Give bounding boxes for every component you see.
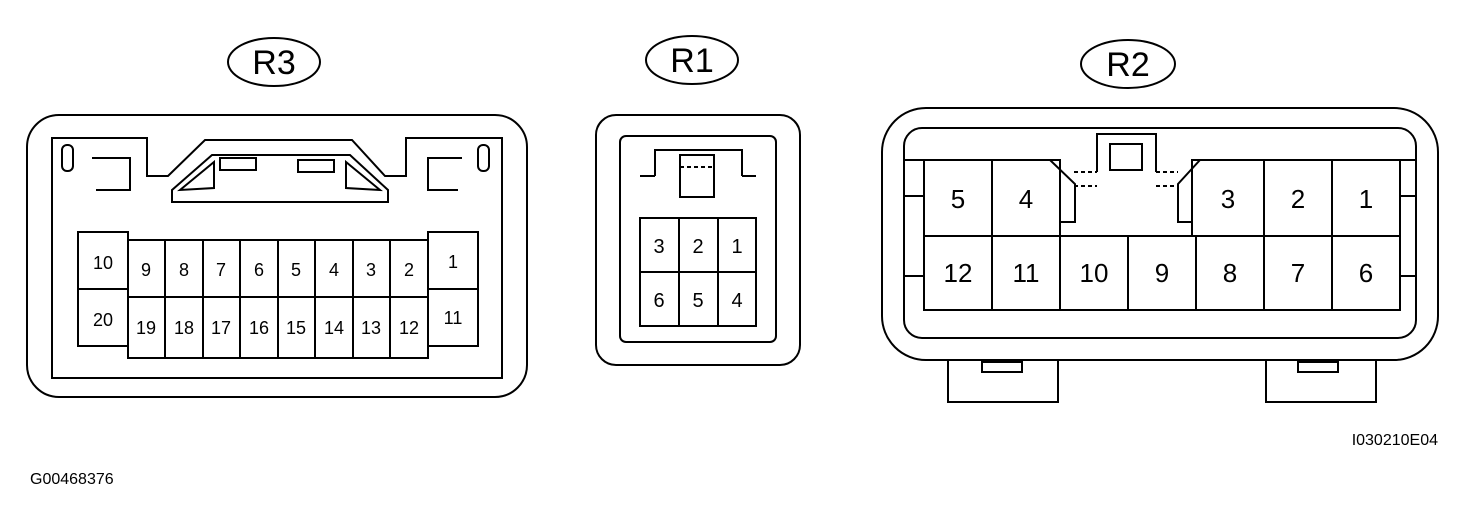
r3-pin-8: 8	[179, 260, 189, 280]
r1-pin-2: 2	[692, 236, 703, 258]
r3-mounting-hole	[61, 144, 74, 172]
r2-inner-frame	[903, 127, 1417, 339]
r2-housing	[881, 107, 1439, 361]
r3-pin-12: 12	[399, 318, 419, 338]
r2-pin-8: 8	[1223, 258, 1237, 288]
r3-label: R3	[252, 44, 295, 82]
r2-pin-9: 9	[1155, 258, 1169, 288]
r3-hook-right	[427, 157, 462, 191]
r2-latch-window	[1109, 143, 1143, 171]
r2-pin-1: 1	[1359, 184, 1373, 214]
r1-pin-4: 4	[731, 290, 742, 312]
r2-pin-11: 11	[1013, 258, 1040, 288]
r3-pin-11: 11	[444, 308, 463, 328]
r2-pin-6: 6	[1359, 258, 1373, 288]
r2-pin-3: 3	[1221, 184, 1235, 214]
r1-pin-1: 1	[731, 236, 742, 258]
r1-latch	[654, 149, 743, 176]
r3-pin-18: 18	[174, 318, 194, 338]
r2-pin-5: 5	[951, 184, 965, 214]
r1-housing	[595, 114, 801, 366]
figure-code-right: I030210E04	[1352, 432, 1438, 449]
r3-pin-4: 4	[329, 260, 339, 280]
r3-hook-left	[92, 157, 131, 191]
r3-pin-5: 5	[291, 260, 301, 280]
r2-pin-2: 2	[1291, 184, 1305, 214]
r3-pin-15: 15	[286, 318, 306, 338]
r2-foot-slot	[1297, 361, 1339, 373]
r2-pin-7: 7	[1291, 258, 1305, 288]
r3-latch	[171, 154, 389, 203]
r1-latch-tab	[679, 154, 715, 198]
figure-code-left: G00468376	[30, 471, 114, 488]
r1-pin-3: 3	[653, 236, 664, 258]
r2-pin-12: 12	[944, 258, 973, 288]
r3-pin-2: 2	[404, 260, 414, 280]
r3-pin-13: 13	[361, 318, 381, 338]
r3-pin-3: 3	[366, 260, 376, 280]
r3-pin-6: 6	[254, 260, 264, 280]
r3-latch-ribs	[176, 159, 384, 192]
connector-r2	[881, 39, 1439, 403]
r2-pin-block-bottom	[923, 235, 1401, 311]
r3-pin-14: 14	[324, 318, 344, 338]
r3-housing	[26, 114, 528, 398]
r3-pin-16: 16	[249, 318, 269, 338]
r3-pin-10: 10	[93, 253, 113, 273]
r1-pin-6: 6	[653, 290, 664, 312]
r1-label-oval	[645, 35, 739, 85]
r2-pin-4: 4	[1019, 184, 1033, 214]
r3-pin-9: 9	[141, 260, 151, 280]
r2-foot-left	[947, 360, 1059, 403]
r2-label-oval	[1080, 39, 1176, 89]
r3-pin-17: 17	[211, 318, 231, 338]
r1-pin-5: 5	[692, 290, 703, 312]
r2-label: R2	[1106, 46, 1149, 84]
r3-pin-19: 19	[136, 318, 156, 338]
r3-pin-20: 20	[93, 310, 113, 330]
r3-label-oval	[227, 37, 321, 87]
r3-pin-7: 7	[216, 260, 226, 280]
r3-latch-slot	[219, 157, 257, 171]
r2-latch	[1096, 133, 1157, 172]
r2-foot-right	[1265, 360, 1377, 403]
r2-pin-10: 10	[1080, 258, 1109, 288]
connector-r3	[26, 37, 528, 398]
r3-inner-frame	[51, 137, 503, 379]
r3-latch-slot	[297, 159, 335, 173]
r3-mounting-hole	[477, 144, 490, 172]
r1-inner-frame	[619, 135, 777, 343]
r2-foot-slot	[981, 361, 1023, 373]
r1-label: R1	[670, 42, 713, 80]
r3-pin-1: 1	[448, 252, 458, 272]
connector-r1	[595, 35, 801, 366]
